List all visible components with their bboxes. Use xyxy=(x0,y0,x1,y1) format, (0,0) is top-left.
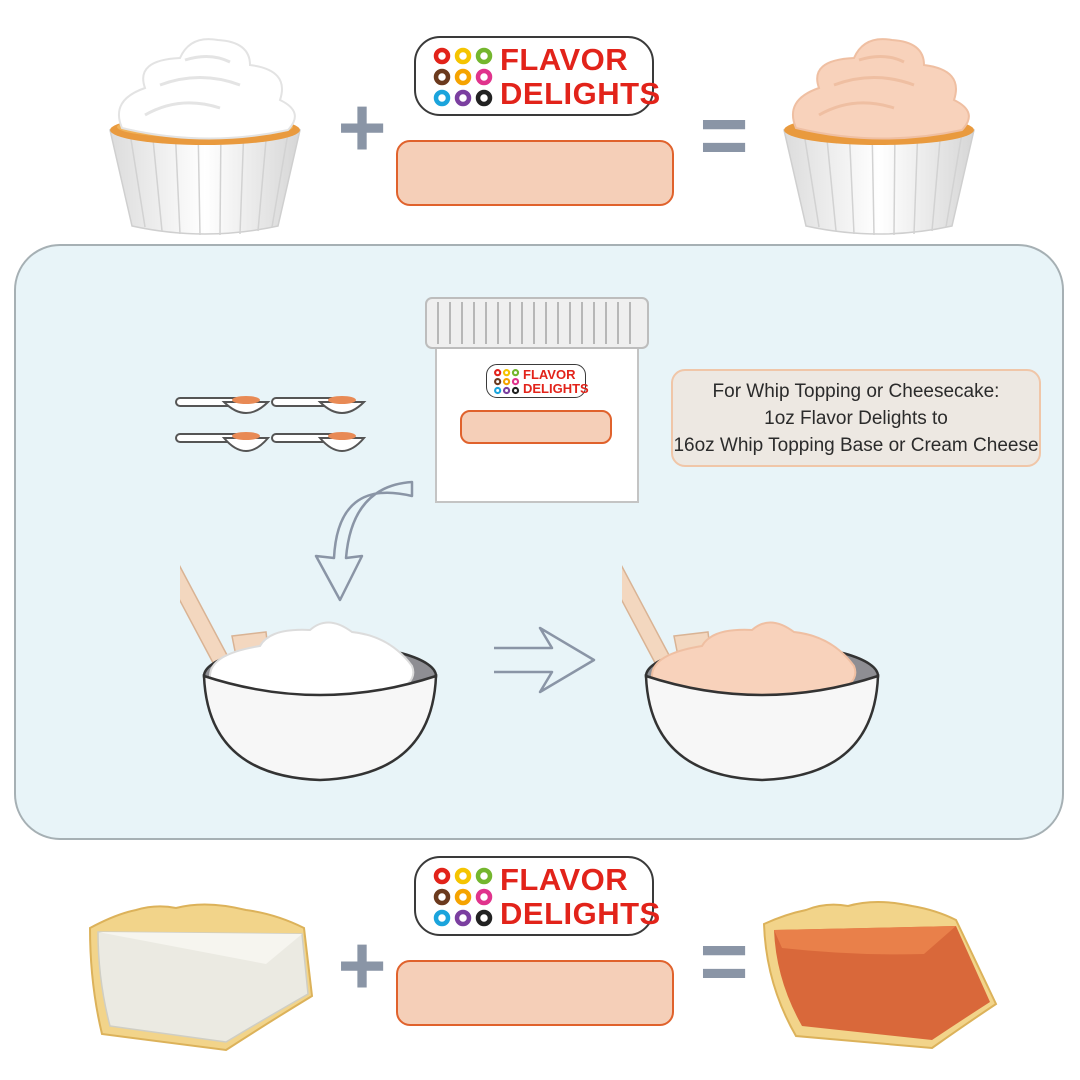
cupcake-plain-icon xyxy=(109,38,301,236)
brand-logo: FLAVOR DELIGHTS xyxy=(414,36,660,116)
curved-arrow-icon xyxy=(314,480,414,602)
flavor-label-bar xyxy=(396,140,674,206)
measuring-spoons-icon xyxy=(175,396,367,452)
plus-operator-bottom: + xyxy=(337,918,387,1012)
brand-line2: DELIGHTS xyxy=(500,896,661,931)
flavor-label-bar-bottom xyxy=(396,960,674,1026)
instructions-line1: For Whip Topping or Cheesecake: xyxy=(712,381,1000,402)
mixing-panel xyxy=(14,244,1064,840)
jar-brand-line2: DELIGHTS xyxy=(523,381,589,396)
brand-logo-bottom: FLAVOR DELIGHTS xyxy=(414,856,660,936)
equals-operator-bottom: = xyxy=(699,914,749,1008)
bowl-flavored-icon xyxy=(622,545,880,782)
color-dots-icon xyxy=(494,369,520,395)
jar-brand-line1: FLAVOR xyxy=(523,367,576,382)
bowl-plain-icon xyxy=(180,545,438,782)
instructions-line3: 16oz Whip Topping Base or Cream Cheese xyxy=(673,435,1039,456)
cheesecake-slice-icon xyxy=(88,903,314,1052)
jar-flavor-label-bar xyxy=(460,410,612,444)
color-dots-icon xyxy=(433,47,493,107)
brand-line2: DELIGHTS xyxy=(500,76,661,111)
flavored-pie-slice-icon xyxy=(762,901,998,1050)
brand-line1: FLAVOR xyxy=(500,862,629,897)
top-row: + FLAVOR DELIGHTS = xyxy=(0,0,1080,240)
instructions-line2: 1oz Flavor Delights to xyxy=(764,408,948,429)
right-arrow-icon xyxy=(494,626,596,694)
jar-brand-logo: FLAVOR DELIGHTS xyxy=(486,364,589,398)
jar-icon xyxy=(425,297,649,503)
equals-operator: = xyxy=(699,88,749,182)
color-dots-icon xyxy=(433,867,493,927)
instructions-note: For Whip Topping or Cheesecake: 1oz Flav… xyxy=(671,369,1041,467)
cupcake-flavored-icon xyxy=(783,38,975,236)
brand-line1: FLAVOR xyxy=(500,42,629,77)
plus-operator: + xyxy=(337,80,387,174)
